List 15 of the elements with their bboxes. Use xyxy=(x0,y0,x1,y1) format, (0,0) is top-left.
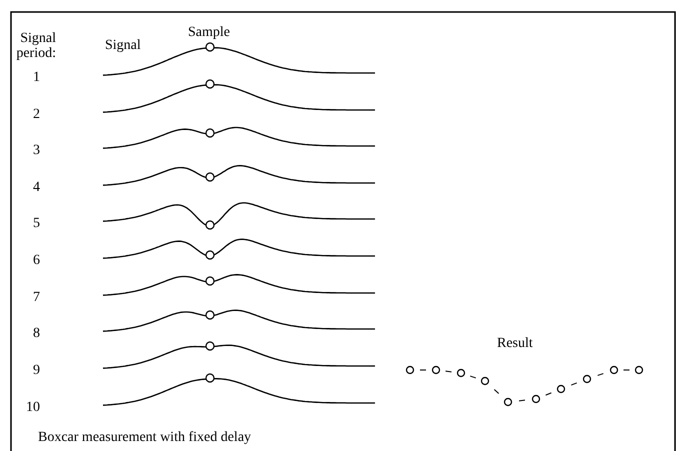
axis-title: Signal xyxy=(105,38,141,53)
period-number: 10 xyxy=(26,400,40,415)
period-number: 4 xyxy=(33,180,40,195)
period-number: 8 xyxy=(33,326,40,341)
period-number: 1 xyxy=(33,70,40,85)
period-number: 7 xyxy=(33,290,40,305)
plot-title: Result xyxy=(497,336,533,351)
period-number: 3 xyxy=(33,143,40,158)
caption: Boxcar measurement with fixed delay xyxy=(38,430,252,445)
period-number: 2 xyxy=(33,107,40,122)
period-number: 5 xyxy=(33,216,40,231)
axis-title: Sample xyxy=(188,25,230,40)
axis-title: Signal period: xyxy=(15,31,56,61)
period-number: 6 xyxy=(33,253,40,268)
period-number: 9 xyxy=(33,363,40,378)
